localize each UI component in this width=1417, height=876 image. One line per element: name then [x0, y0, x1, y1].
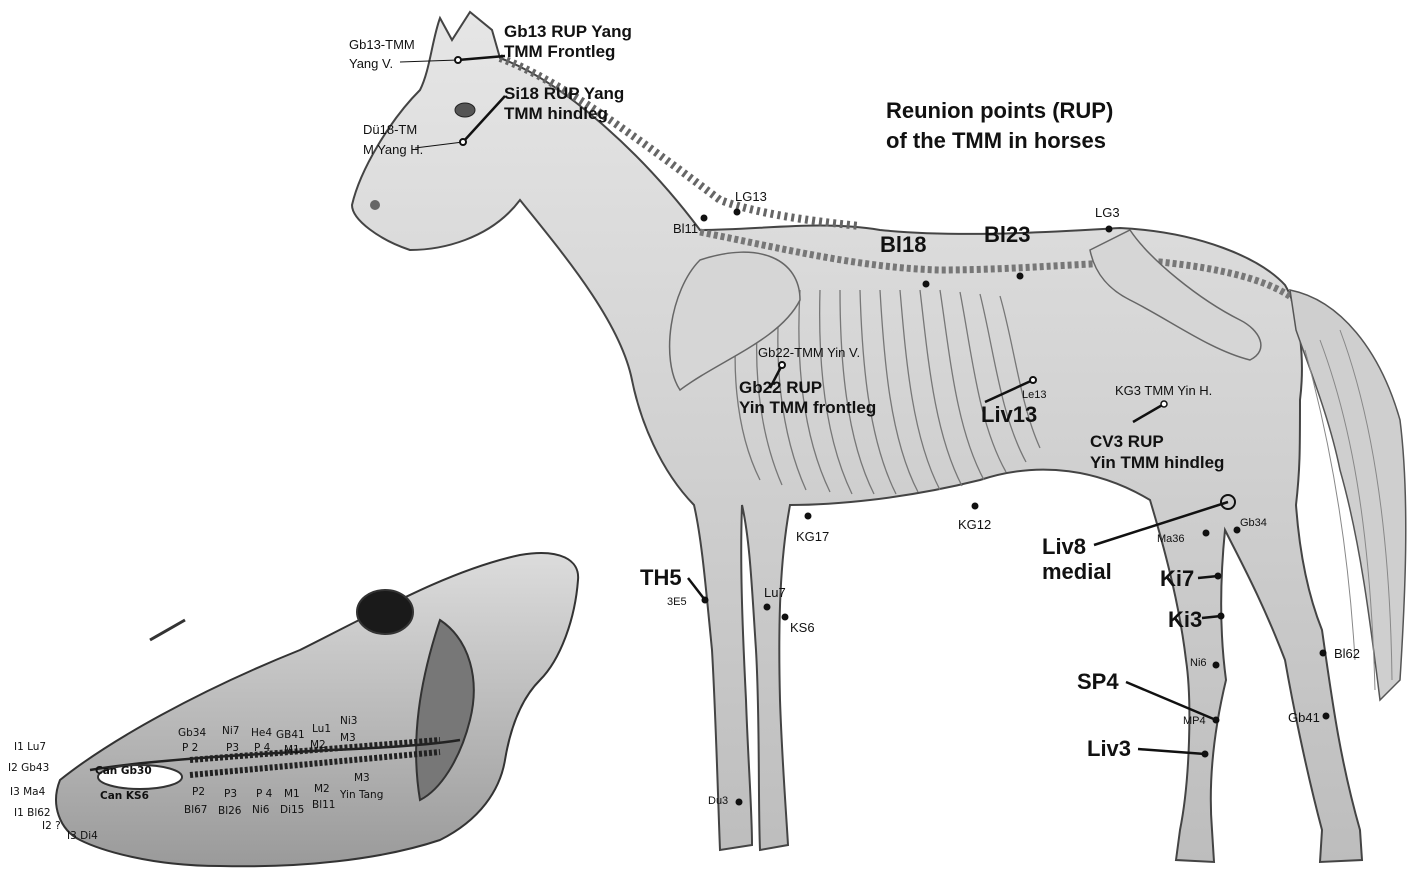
- label-ks6: KS6: [790, 621, 815, 634]
- skull-label-lower-m2: M2: [314, 784, 330, 795]
- label-ki7: Ki7: [1160, 568, 1194, 590]
- horse-nostril: [370, 200, 380, 210]
- label-ma36: Ma36: [1157, 534, 1185, 545]
- label-bl11: Bl11: [673, 222, 698, 235]
- skull-label-bl11: Bl11: [312, 800, 335, 811]
- skull-label-bl26: Bl26: [218, 806, 241, 817]
- skull-label-lower-m3: M3: [354, 773, 370, 784]
- label-ni6: Ni6: [1190, 658, 1207, 669]
- skull-label-i3-di4: I3 Di4: [67, 831, 98, 842]
- skull-label-yin-tang: Yin Tang: [340, 790, 383, 801]
- label-sp4: SP4: [1077, 671, 1119, 693]
- skull-label-upper-m3: M3: [340, 733, 356, 744]
- label-mp4: MP4: [1183, 716, 1206, 727]
- skull-label-i1-bl62: I1 Bl62: [14, 808, 51, 819]
- skull-label-ni6: Ni6: [252, 805, 269, 816]
- skull-label-di15: Di15: [280, 805, 304, 816]
- label-kg12: KG12: [958, 518, 991, 531]
- label-du3: Du3: [708, 796, 728, 807]
- label-gb22-rup: Gb22 RUP Yin TMM frontleg: [739, 378, 876, 419]
- skull-label-lower-p3: P3: [224, 789, 237, 800]
- label-bl18: Bl18: [880, 234, 926, 256]
- skull-label-upper-m2: M2: [310, 740, 326, 751]
- title-line-2: of the TMM in horses: [886, 126, 1113, 156]
- label-gb22-tmm: Gb22-TMM Yin V.: [758, 346, 860, 359]
- label-lu7: Lu7: [764, 586, 786, 599]
- skull-label-ni7: Ni7: [222, 726, 239, 737]
- label-gb13-rup: Gb13 RUP Yang TMM Frontleg: [504, 22, 632, 63]
- label-liv8: Liv8 medial: [1042, 534, 1112, 585]
- skull-label-upper-p3: P3: [226, 743, 239, 754]
- label-du18-tmm: Dü18-TM M Yang H.: [363, 120, 423, 159]
- skull-label-lower-p4: P 4: [256, 789, 272, 800]
- skull-label-can-ks6: Can KS6: [100, 791, 149, 802]
- label-3e5: 3E5: [667, 597, 687, 608]
- label-bl23: Bl23: [984, 224, 1030, 246]
- skull-label-gb34: Gb34: [178, 728, 206, 739]
- label-gb41: Gb41: [1288, 711, 1320, 724]
- horse-eye: [455, 103, 475, 117]
- label-gb34: Gb34: [1240, 518, 1267, 529]
- label-lg13: LG13: [735, 190, 767, 203]
- diagram-title: Reunion points (RUP) of the TMM in horse…: [886, 96, 1113, 155]
- label-bl62: Bl62: [1334, 647, 1360, 660]
- label-kg3-tmm: KG3 TMM Yin H.: [1115, 384, 1212, 397]
- skull-label-can-gb30: Can Gb30: [95, 766, 152, 777]
- label-lg3: LG3: [1095, 206, 1120, 219]
- label-kg17: KG17: [796, 530, 829, 543]
- skull-label-he4: He4: [251, 728, 272, 739]
- skull-label-upper-p2: P 2: [182, 743, 198, 754]
- label-si18-rup: Si18 RUP Yang TMM hindleg: [504, 84, 624, 125]
- skull-label-upper-m1: M1: [284, 745, 300, 756]
- skull-label-lower-m1: M1: [284, 789, 300, 800]
- skull-label-i1-lu7: I1 Lu7: [14, 742, 46, 753]
- skull-drawing: [56, 553, 578, 866]
- title-line-1: Reunion points (RUP): [886, 96, 1113, 126]
- label-cv3-rup: CV3 RUP Yin TMM hindleg: [1090, 431, 1224, 474]
- skull-label-gb41: GB41: [276, 730, 305, 741]
- skull-label-ni3: Ni3: [340, 716, 357, 727]
- label-th5: TH5: [640, 567, 682, 589]
- label-liv13: Liv13: [981, 404, 1037, 426]
- skull-label-lu1: Lu1: [312, 724, 331, 735]
- skull-label-lower-p2: P2: [192, 787, 205, 798]
- skull-label-upper-p4: P 4: [254, 743, 270, 754]
- label-gb13-tmm: Gb13-TMM Yang V.: [349, 36, 415, 74]
- label-ki3: Ki3: [1168, 609, 1202, 631]
- skull-label-i2-gb43: I2 Gb43: [8, 763, 49, 774]
- skull-label-bl67: Bl67: [184, 805, 207, 816]
- label-le13: Le13: [1022, 390, 1046, 401]
- skull-label-i2-unknown: I2 ?: [42, 821, 61, 832]
- label-liv3: Liv3: [1087, 738, 1131, 760]
- skull-label-i3-ma4: I3 Ma4: [10, 787, 45, 798]
